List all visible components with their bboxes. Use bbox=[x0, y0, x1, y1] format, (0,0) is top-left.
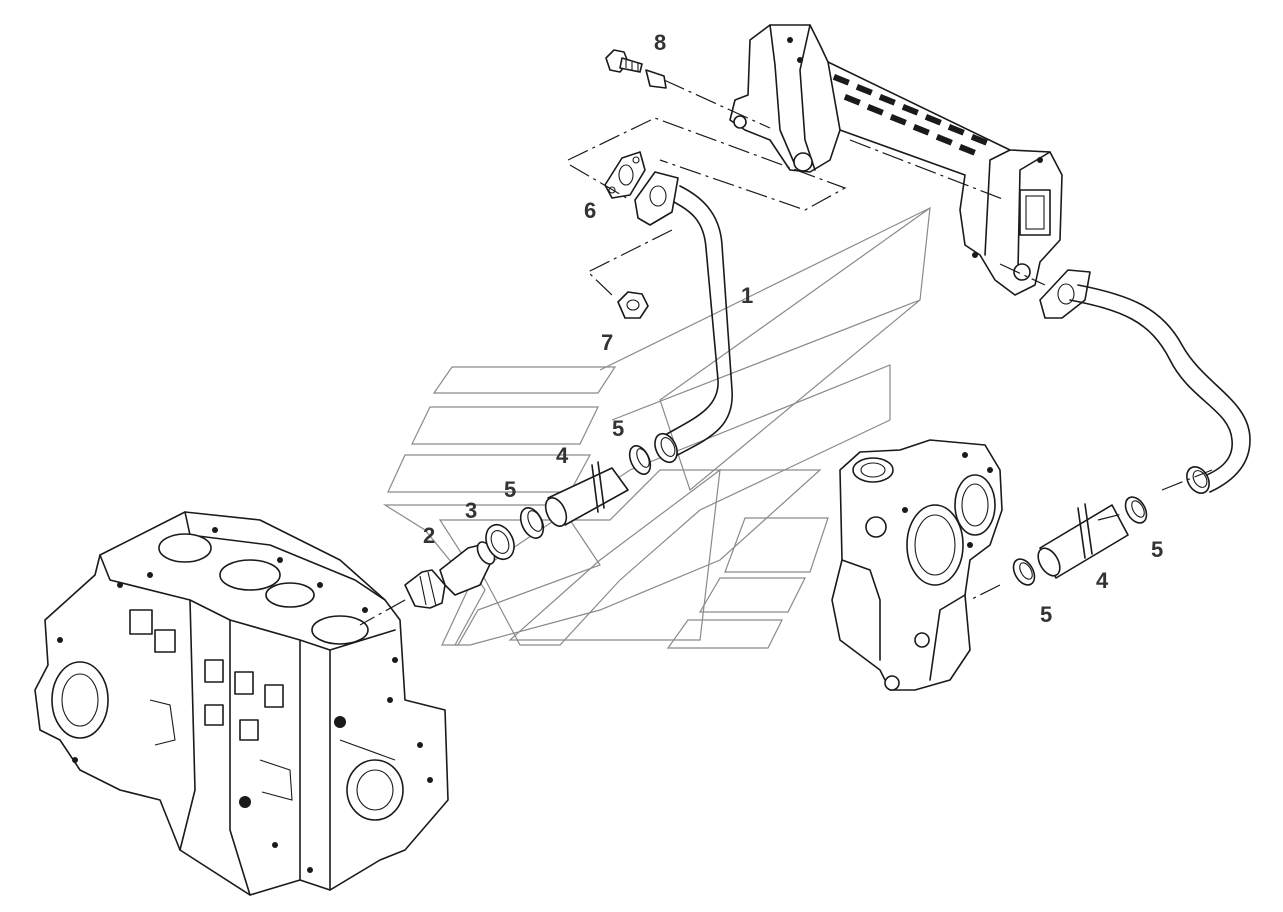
callout-7: 7 bbox=[601, 330, 613, 355]
callout-4a: 4 bbox=[556, 443, 569, 468]
callout-8: 8 bbox=[654, 30, 666, 55]
return-pipe bbox=[1039, 269, 1251, 494]
cooler-fins bbox=[832, 74, 988, 156]
egr-cooler bbox=[729, 24, 1063, 296]
part-7-nut bbox=[617, 291, 649, 319]
part-8-bolt bbox=[605, 49, 667, 89]
part-4-hose-b bbox=[1037, 503, 1129, 579]
part-5-clamp-a bbox=[519, 507, 545, 539]
part-5-clamp-b bbox=[628, 445, 652, 475]
callout-1: 1 bbox=[741, 283, 753, 308]
engine-block bbox=[34, 511, 449, 896]
callout-labels: 1 2 3 4 4 5 5 5 5 6 7 8 bbox=[423, 30, 1163, 627]
callout-3: 3 bbox=[465, 498, 477, 523]
part-1-coolant-pipe bbox=[634, 171, 733, 464]
part-5-clamp-c bbox=[1012, 558, 1036, 586]
callout-5b: 5 bbox=[612, 416, 624, 441]
thermostat-housing bbox=[831, 439, 1003, 691]
callout-2: 2 bbox=[423, 523, 435, 548]
assembly-centerlines bbox=[359, 79, 1213, 626]
callout-5d: 5 bbox=[1040, 602, 1052, 627]
part-6-gasket bbox=[604, 151, 646, 199]
callout-5a: 5 bbox=[504, 477, 516, 502]
part-2-fitting bbox=[404, 541, 496, 609]
callout-6: 6 bbox=[584, 198, 596, 223]
watermark-logo bbox=[382, 206, 931, 649]
callout-5c: 5 bbox=[1151, 537, 1163, 562]
part-4-hose-a bbox=[544, 461, 629, 527]
callout-4b: 4 bbox=[1096, 568, 1109, 593]
part-5-clamp-d bbox=[1124, 496, 1148, 524]
part-3-seal-ring bbox=[485, 523, 515, 561]
